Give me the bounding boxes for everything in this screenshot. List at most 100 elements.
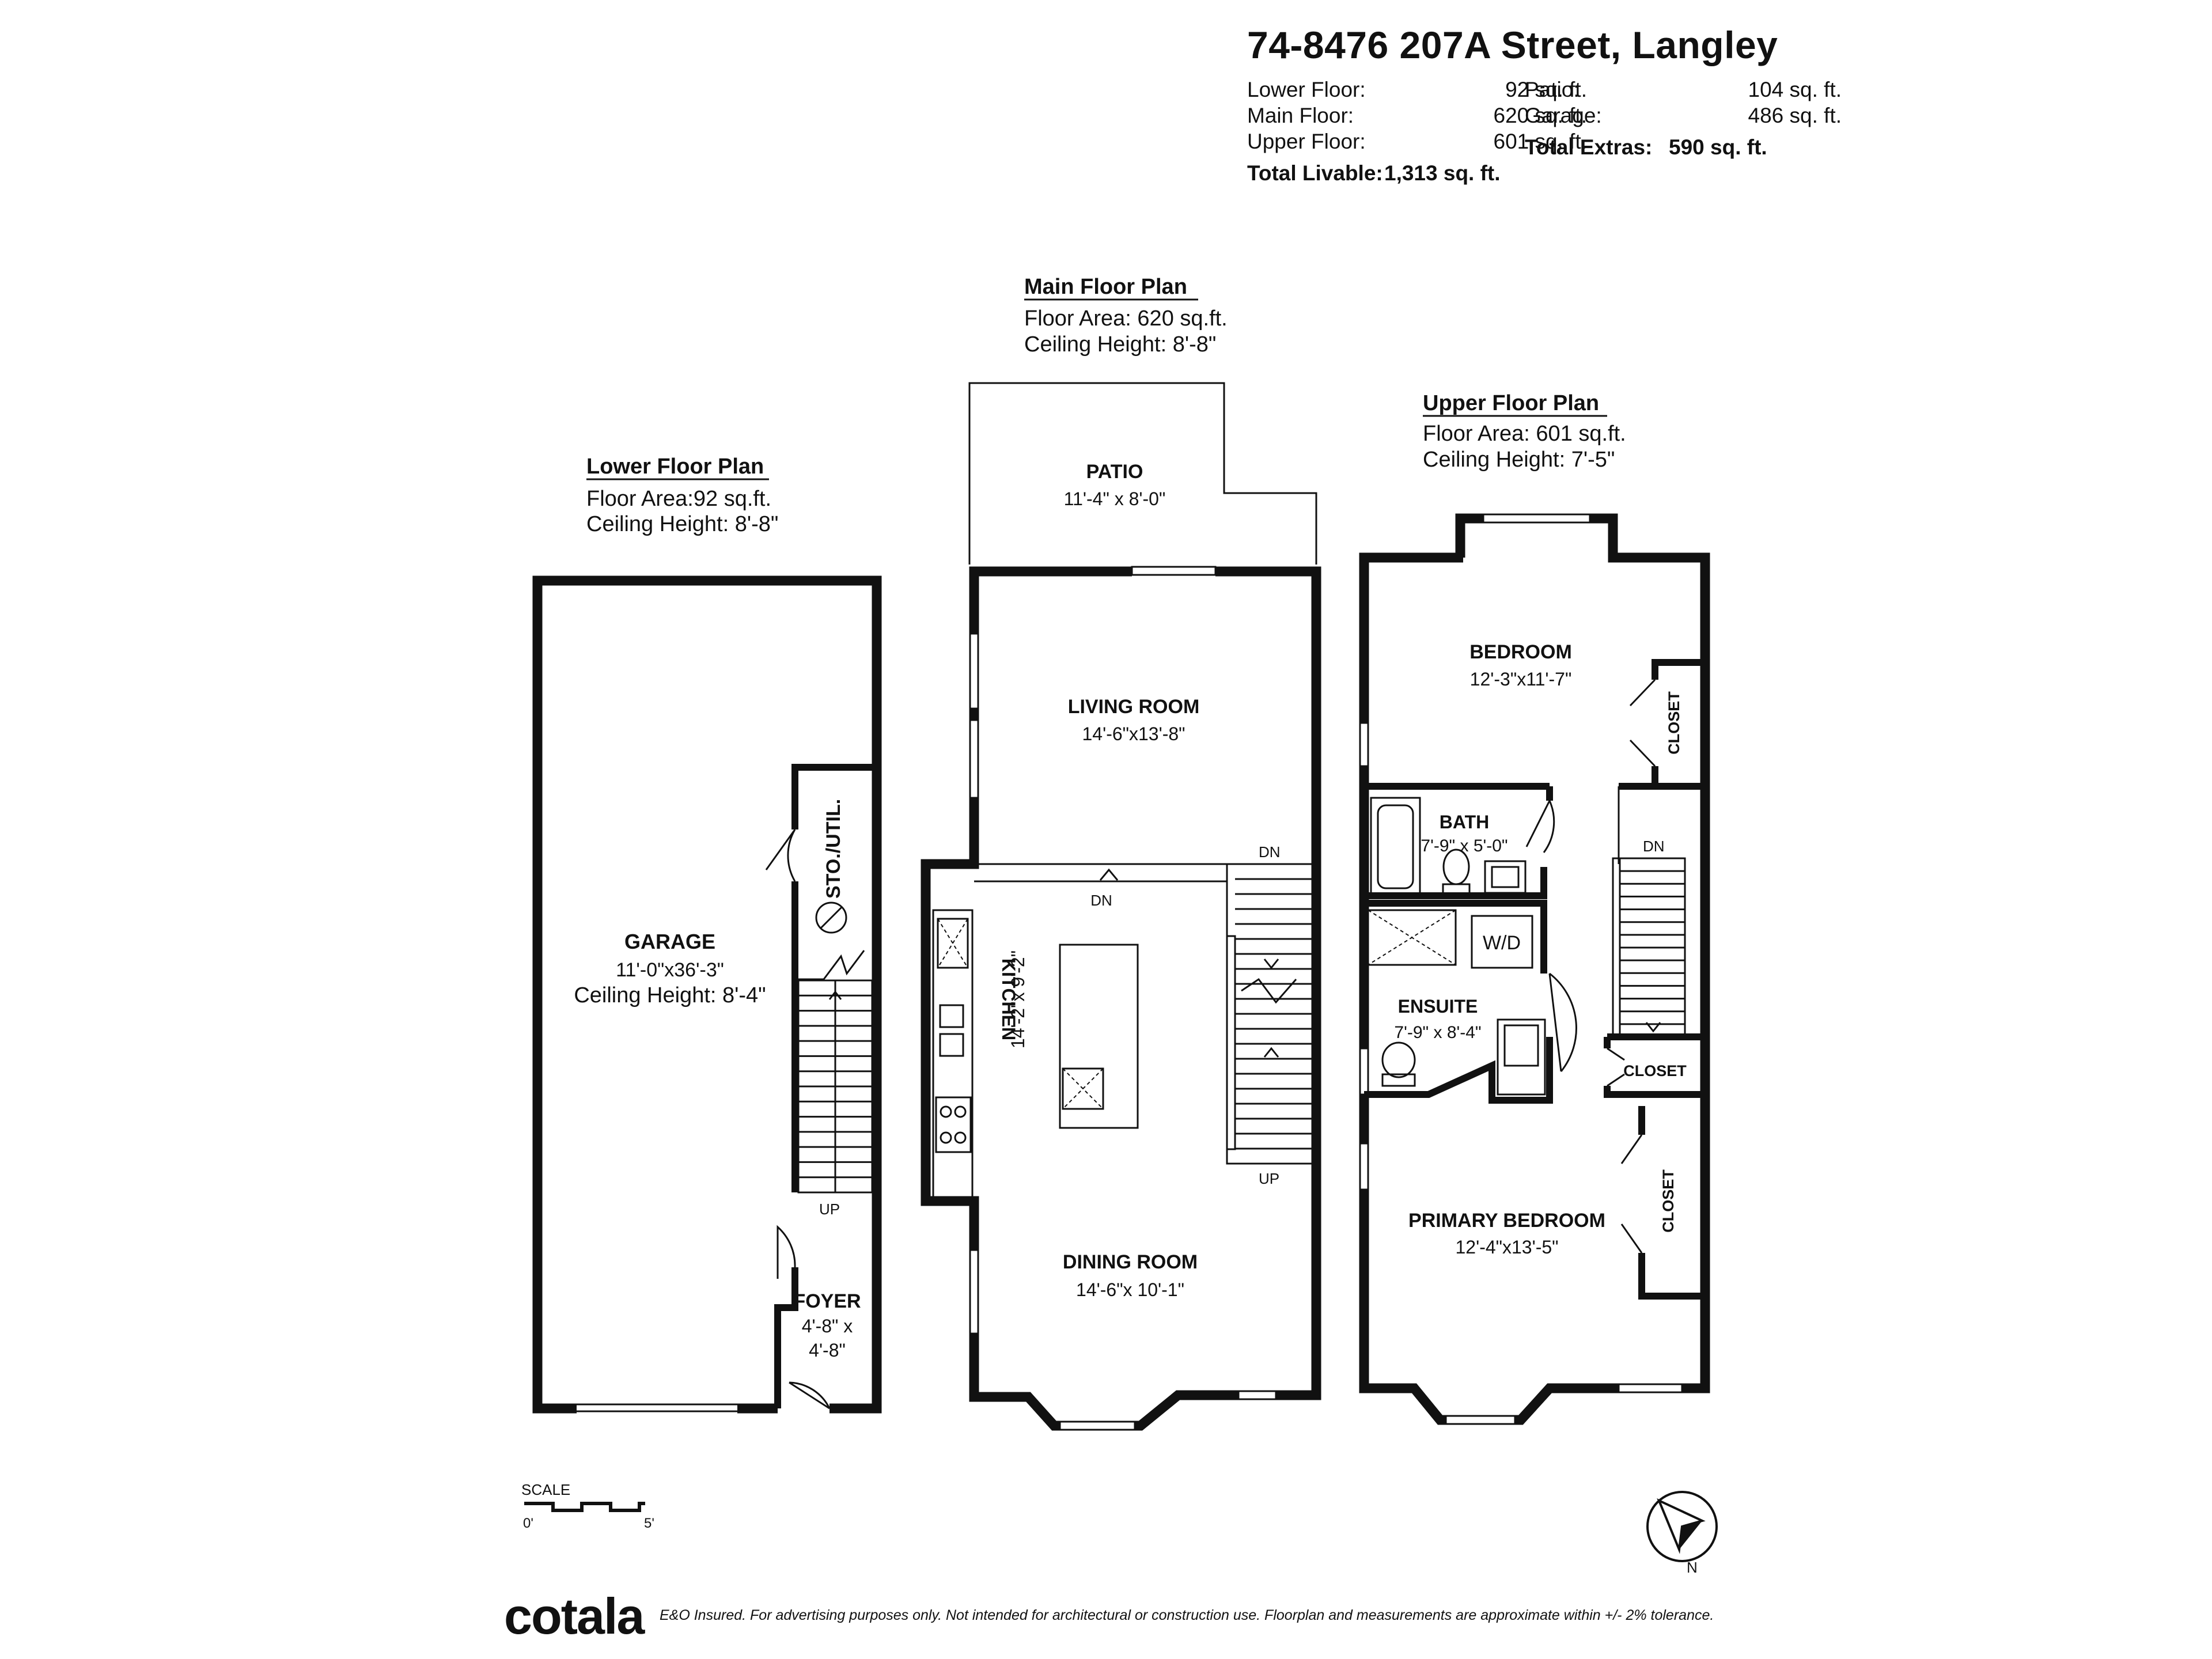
window [969, 719, 979, 799]
main-stair-up: UP [1259, 1170, 1279, 1187]
lower-floor-label: Lower Floor: [1247, 78, 1366, 101]
sink-icon [1484, 860, 1527, 894]
lower-floor-ceiling: Ceiling Height: 8'-8" [586, 512, 778, 536]
north-compass-icon: N [1646, 1491, 1718, 1576]
total-livable-label: Total Livable: [1247, 161, 1383, 185]
kitchen-island [1059, 944, 1139, 1129]
toilet-icon [1381, 1073, 1416, 1087]
lower-floor-area: Floor Area:92 sq.ft. [586, 487, 771, 511]
scale-end: 5' [644, 1516, 654, 1531]
window [1359, 1142, 1369, 1191]
cotala-logo: cotala [504, 1588, 645, 1645]
cooktop-icon [1062, 1067, 1104, 1110]
upper-stair-dn: DN [1643, 838, 1665, 855]
patio-dims: 11'-4" x 8'-0" [1064, 488, 1166, 509]
dining-room-dims: 14'-6"x 10'-1" [1076, 1279, 1184, 1300]
garage-dims: 11'-0"x36'-3" [616, 959, 724, 981]
fridge-icon [937, 918, 968, 968]
bay-window [1445, 1415, 1516, 1425]
footer-disclaimer: E&O Insured. For advertising purposes on… [660, 1607, 1714, 1623]
upper-floor-label: Upper Floor: [1247, 130, 1366, 153]
sto-util-label: STO./UTIL. [823, 799, 844, 899]
ensuite-name: ENSUITE [1398, 996, 1478, 1017]
washer-dryer-box [1471, 915, 1533, 969]
sink-icon [1491, 866, 1520, 888]
toilet-icon [1442, 883, 1471, 896]
ensuite-door-swing [1548, 972, 1577, 1072]
scale-title: SCALE [521, 1481, 570, 1498]
property-address: 74-8476 207A Street, Langley [1247, 24, 1778, 66]
closet-door-icon [1607, 1047, 1625, 1087]
bedroom-dims: 12'-3"x11'-7" [1470, 669, 1572, 690]
sto-wall [791, 764, 877, 830]
water-heater-icon [820, 906, 843, 929]
upper-floor-ceiling: Ceiling Height: 7'-5" [1423, 448, 1615, 472]
dining-room-name: DINING ROOM [1063, 1251, 1198, 1273]
patio-label: Patio: [1525, 78, 1580, 101]
upper-stairs [1612, 857, 1686, 1038]
upper-floor-plan: Upper Floor Plan Floor Area: 601 sq.ft. … [1359, 391, 1710, 1425]
kitchen-name: KITCHEN [998, 959, 1019, 1040]
lower-floor-value: 92 sq. ft. [1505, 78, 1587, 101]
lower-floor-plan: Lower Floor Plan Floor Area:92 sq.ft. Ce… [532, 454, 882, 1414]
main-stair-dn: DN [1259, 843, 1281, 861]
ensuite-dims: 7'-9" x 8'-4" [1394, 1023, 1481, 1042]
bath-door-swing [1525, 800, 1555, 853]
foyer-wall [774, 1302, 798, 1408]
scale-bar-line [524, 1502, 645, 1512]
bath-name: BATH [1440, 812, 1490, 832]
sto-door-swing [765, 829, 796, 882]
compass-letter: N [1687, 1559, 1698, 1576]
scale-bar: SCALE 0' 5' [521, 1481, 654, 1531]
garage-ceiling: Ceiling Height: 8'-4" [574, 983, 766, 1007]
living-room-name: LIVING ROOM [1068, 696, 1200, 718]
bath-wall [1364, 867, 1547, 899]
lower-floor-title: Lower Floor Plan [586, 454, 764, 479]
vanity-icon [1497, 1018, 1546, 1096]
cooktop-icon [1062, 1068, 1104, 1109]
garage-value: 486 sq. ft. [1748, 104, 1842, 127]
window [1618, 1383, 1683, 1393]
patio-slider-door [1131, 566, 1217, 576]
upper-floor-title: Upper Floor Plan [1423, 391, 1599, 415]
lower-stairs [797, 950, 873, 1194]
main-floor-label: Main Floor: [1247, 104, 1354, 127]
primary-closet-label: CLOSET [1660, 1169, 1677, 1233]
kitchen-counter [932, 909, 974, 1202]
main-exterior-wall [921, 566, 1321, 1431]
patio-name: PATIO [1086, 461, 1143, 483]
foyer-name: FOYER [793, 1290, 861, 1312]
entry-door-swing [789, 1381, 831, 1410]
patio-value: 104 sq. ft. [1748, 78, 1842, 101]
primary-bedroom-dims: 12'-4"x13'-5" [1455, 1237, 1558, 1257]
foyer-dims-1: 4'-8" x [802, 1316, 853, 1336]
main-dn-label: DN [1090, 892, 1112, 909]
window [1359, 722, 1369, 767]
main-floor-plan: Main Floor Plan Floor Area: 620 sq.ft. C… [921, 275, 1321, 1431]
foyer-dims-2: 4'-8" [809, 1340, 846, 1361]
toilet-icon [1381, 1041, 1416, 1078]
sink-icon [939, 1033, 964, 1057]
sink-icon [939, 1004, 964, 1028]
closet-wall [1638, 1106, 1705, 1300]
vanity-icon [1503, 1024, 1539, 1067]
living-room-dims: 14'-6"x13'-8" [1082, 724, 1185, 744]
upper-floor-area: Floor Area: 601 sq.ft. [1423, 422, 1626, 446]
hall-closet-label: CLOSET [1623, 1062, 1687, 1080]
main-floor-title: Main Floor Plan [1024, 275, 1187, 299]
main-stairs [1226, 863, 1317, 1165]
bath-dims: 7'-9" x 5'-0" [1421, 836, 1508, 855]
shower-icon [1367, 909, 1457, 966]
total-livable-value: 1,313 sq. ft. [1384, 161, 1501, 185]
upper-floor-value: 601 sq. ft. [1493, 130, 1588, 153]
fridge-icon [937, 918, 969, 969]
garage-wall [532, 575, 882, 1414]
wd-label: W/D [1483, 932, 1521, 954]
bedroom-closet-label: CLOSET [1665, 691, 1683, 755]
upper-exterior-wall [1359, 513, 1710, 1425]
step-arrow-icon [1099, 868, 1119, 881]
bay-window [1059, 1421, 1136, 1431]
bathtub-icon [1377, 804, 1414, 889]
ensuite-wall [1364, 1037, 1553, 1104]
